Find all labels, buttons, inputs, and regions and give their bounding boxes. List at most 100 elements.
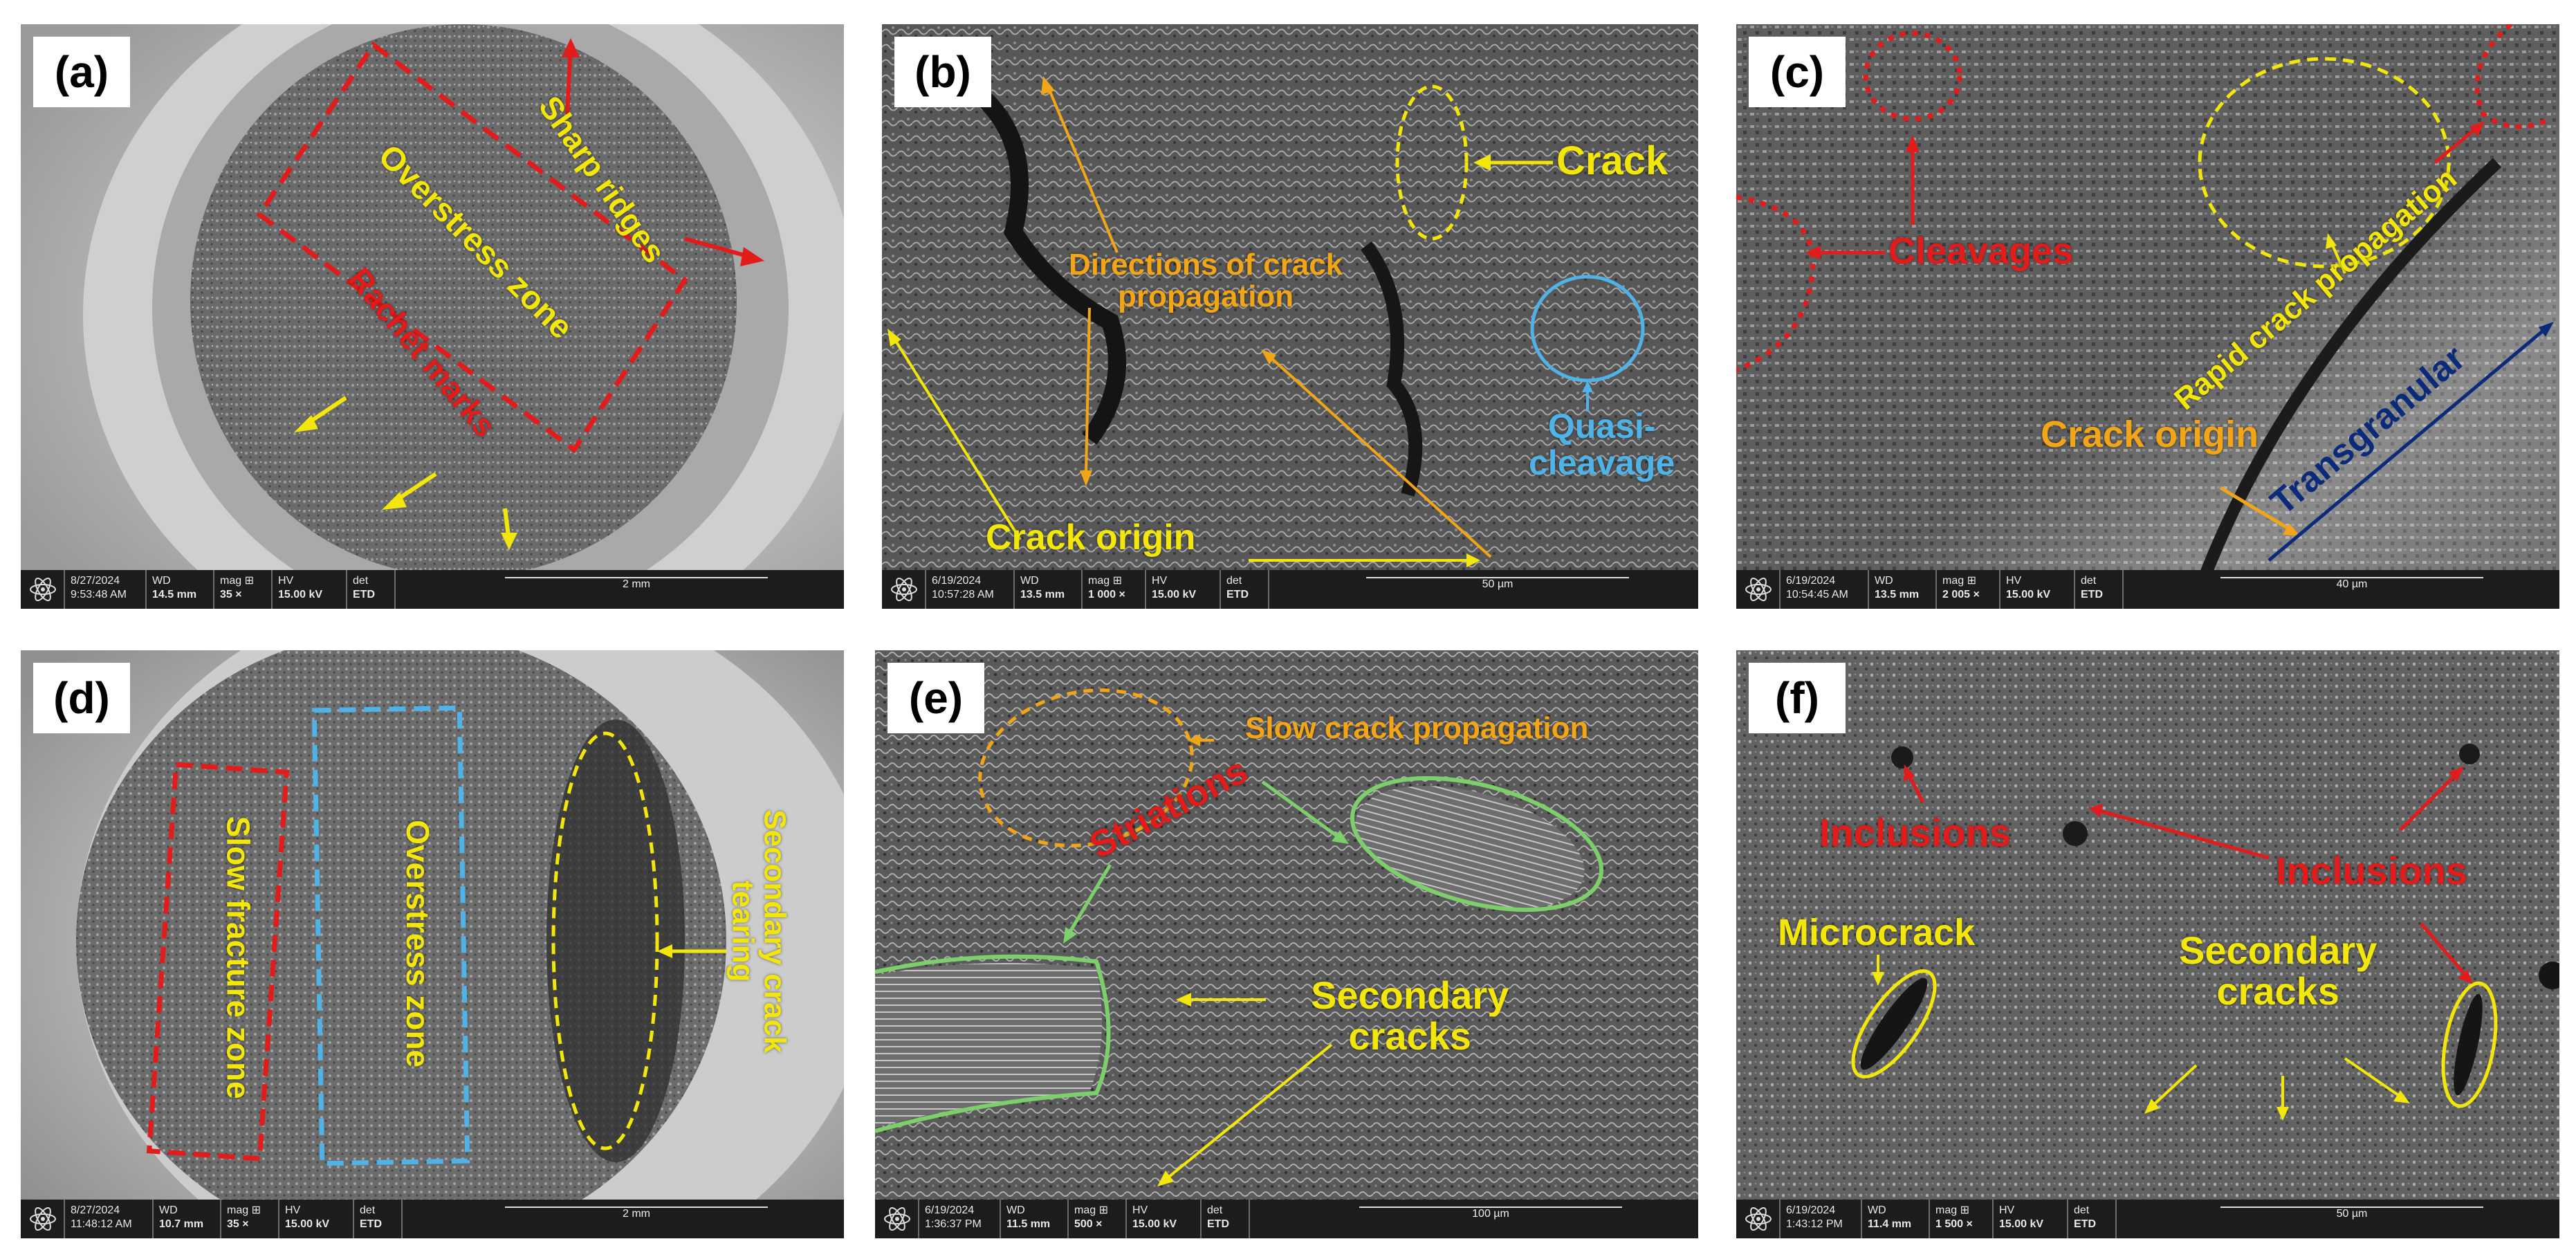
det-label: det bbox=[2081, 575, 2097, 587]
date: 6/19/2024 bbox=[925, 1204, 975, 1216]
wd-value: 14.5 mm bbox=[152, 589, 197, 600]
det-value: ETD bbox=[353, 589, 375, 600]
date: 6/19/2024 bbox=[932, 575, 982, 587]
panel-b-image bbox=[882, 24, 1698, 609]
hv-value: 15.00 kV bbox=[1152, 589, 1197, 600]
atom-logo-icon bbox=[30, 1207, 56, 1231]
mag-value: 2 005 × bbox=[1942, 589, 1980, 600]
inclusions-label-1: Inclusions bbox=[1819, 811, 2011, 854]
panel-e: (e) Slow crack propagation Striations Se… bbox=[875, 650, 1698, 1238]
secondary-cracks-label: Secondary cracks bbox=[1311, 973, 1509, 1058]
mag-value: 1 500 × bbox=[1935, 1218, 1973, 1230]
panel-c: (c) Cleavages Rapid crack propagation Tr… bbox=[1736, 24, 2559, 609]
date: 6/19/2024 bbox=[1786, 575, 1836, 587]
det-value: ETD bbox=[2081, 589, 2103, 600]
panel-e-image bbox=[875, 650, 1698, 1238]
wd-label: WD bbox=[1020, 575, 1039, 587]
cleavage-outline-1 bbox=[1863, 30, 1962, 122]
panel-f-image bbox=[1736, 650, 2559, 1238]
mag-value: 35 × bbox=[220, 589, 242, 600]
hv-value: 15.00 kV bbox=[285, 1218, 330, 1230]
crack-origin-label: Crack origin bbox=[986, 517, 1196, 558]
panel-f-databar: 6/19/2024 1:43:12 PM WD 11.4 mm mag ⊞ 1 500… bbox=[1736, 1200, 2559, 1238]
hv-label: HV bbox=[1999, 1204, 2015, 1216]
mag-label: mag ⊞ bbox=[1074, 1204, 1108, 1216]
microcrack-outline bbox=[1851, 969, 1937, 1079]
panel-d: (d) Slow fracture zone Overstress zone S… bbox=[21, 650, 844, 1238]
hv-label: HV bbox=[1132, 1204, 1148, 1216]
panel-a: (a) Sharp ridges Overstress zone Rachet … bbox=[21, 24, 844, 609]
overstress-zone-label: Overstress zone bbox=[400, 820, 436, 1068]
scale-label: 40 µm bbox=[2336, 578, 2368, 590]
cleavages-label: Cleavages bbox=[1888, 230, 2074, 272]
mag-label: mag ⊞ bbox=[1935, 1204, 1969, 1216]
time: 1:43:12 PM bbox=[1786, 1218, 1843, 1230]
time: 11:48:12 AM bbox=[71, 1218, 132, 1230]
panel-c-label: (c) bbox=[1749, 37, 1846, 107]
date: 6/19/2024 bbox=[1786, 1204, 1836, 1216]
hv-label: HV bbox=[2006, 575, 2022, 587]
scale-label: 2 mm bbox=[623, 1208, 650, 1220]
atom-logo-icon bbox=[1745, 1207, 1772, 1231]
quasi-cleavage-label: Quasi- cleavage bbox=[1529, 407, 1675, 482]
wd-label: WD bbox=[1868, 1204, 1886, 1216]
wd-value: 11.5 mm bbox=[1006, 1218, 1051, 1230]
det-value: ETD bbox=[2074, 1218, 2096, 1230]
cleavage-outline-2 bbox=[1736, 194, 1816, 373]
panel-e-label: (e) bbox=[887, 663, 984, 733]
det-label: det bbox=[1207, 1204, 1223, 1216]
mag-label: mag ⊞ bbox=[1088, 575, 1122, 587]
wd-label: WD bbox=[159, 1204, 178, 1216]
quasi-cleavage-outline bbox=[1530, 275, 1645, 383]
panel-c-image bbox=[1736, 24, 2559, 609]
hv-label: HV bbox=[285, 1204, 301, 1216]
det-value: ETD bbox=[1207, 1218, 1229, 1230]
date: 8/27/2024 bbox=[71, 1204, 120, 1216]
secondary-cracks-label: Secondary cracks bbox=[2179, 928, 2377, 1013]
panel-b-label: (b) bbox=[894, 37, 991, 107]
panel-b-overlay bbox=[887, 76, 1645, 567]
striation-outline-2 bbox=[875, 954, 1111, 1133]
wd-value: 13.5 mm bbox=[1020, 589, 1065, 600]
panel-a-label: (a) bbox=[33, 37, 130, 107]
panel-a-overlay bbox=[256, 38, 764, 550]
scale-label: 2 mm bbox=[623, 578, 650, 590]
striation-outline-1 bbox=[1350, 776, 1604, 912]
scale-label: 50 µm bbox=[2336, 1208, 2368, 1220]
secondary-tearing-outline bbox=[551, 731, 659, 1150]
atom-logo-icon bbox=[1745, 578, 1772, 601]
microcrack-label: Microcrack bbox=[1778, 912, 1976, 953]
crack-outline bbox=[1395, 84, 1469, 241]
det-label: det bbox=[2074, 1204, 2090, 1216]
hv-value: 15.00 kV bbox=[1132, 1218, 1177, 1230]
slow-crack-label: Slow crack propagation bbox=[1245, 711, 1589, 745]
det-label: det bbox=[1226, 575, 1242, 587]
mag-label: mag ⊞ bbox=[227, 1204, 261, 1216]
panel-f-overlay bbox=[1851, 764, 2498, 1121]
atom-logo-icon bbox=[884, 1207, 910, 1231]
wd-label: WD bbox=[1006, 1204, 1025, 1216]
overstress-outline bbox=[311, 705, 470, 1166]
hv-label: HV bbox=[1152, 575, 1168, 587]
panel-c-overlay bbox=[1736, 24, 2554, 562]
panel-f: (f) Inclusions Inclusions Microcrack Sec… bbox=[1736, 650, 2559, 1238]
slow-fracture-label: Slow fracture zone bbox=[220, 816, 257, 1099]
atom-logo-icon bbox=[891, 578, 917, 601]
hv-value: 15.00 kV bbox=[278, 589, 323, 600]
slow-fracture-outline bbox=[146, 762, 290, 1162]
time: 10:57:28 AM bbox=[932, 589, 994, 600]
wd-label: WD bbox=[1875, 575, 1893, 587]
panel-b: (b) Crack Directions of crack propagatio… bbox=[882, 24, 1698, 609]
wd-value: 11.4 mm bbox=[1868, 1218, 1912, 1230]
hv-value: 15.00 kV bbox=[2006, 589, 2051, 600]
hv-label: HV bbox=[278, 575, 294, 587]
secondary-tearing-label: Secondary crack tearing bbox=[726, 809, 792, 1054]
wd-value: 13.5 mm bbox=[1875, 589, 1920, 600]
secondary-crack-outline bbox=[2441, 981, 2498, 1108]
mag-value: 35 × bbox=[227, 1218, 249, 1230]
det-value: ETD bbox=[1226, 589, 1249, 600]
